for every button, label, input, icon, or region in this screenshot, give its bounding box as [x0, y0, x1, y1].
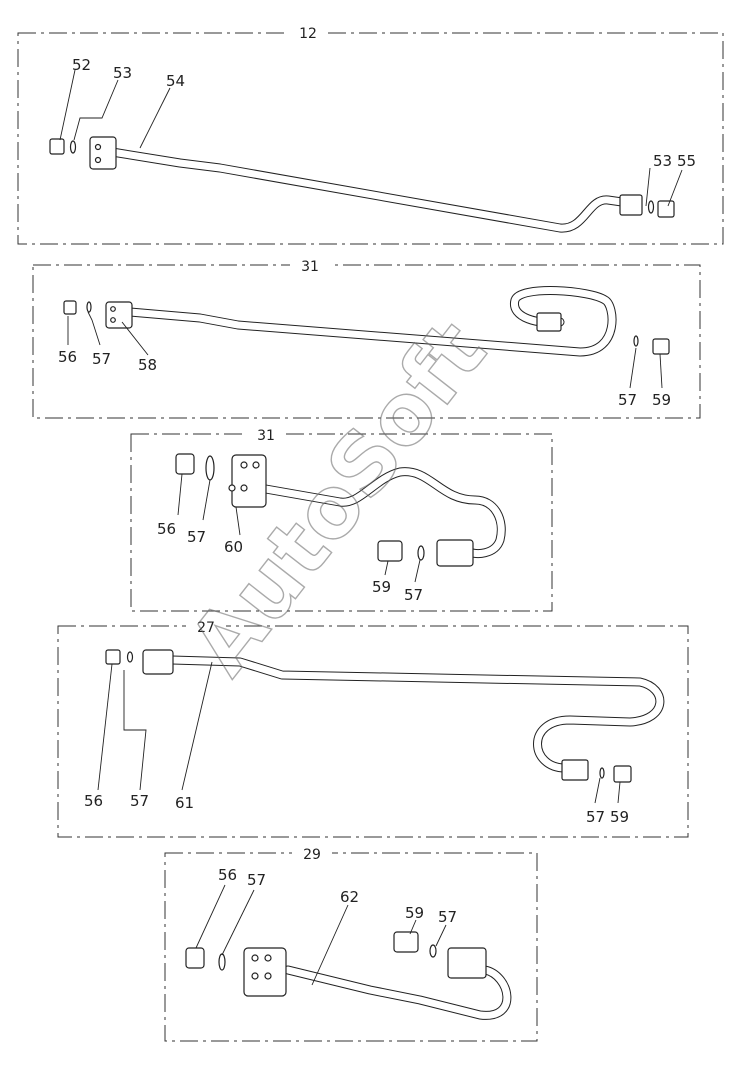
group-frame	[164, 852, 538, 1042]
callout-label: 57	[247, 871, 266, 889]
callout-label: 57	[187, 528, 206, 546]
fitting-block	[105, 301, 133, 329]
callout-label: 52	[72, 56, 91, 74]
fitting-block	[142, 649, 174, 675]
union-fitting	[657, 200, 675, 218]
callout-label: 56	[84, 792, 103, 810]
washer	[69, 140, 77, 154]
assembly-group-31a: 31 56 57 58 57 59	[32, 257, 701, 419]
washer	[429, 944, 437, 958]
fitting-block	[243, 947, 287, 997]
callout-label: 54	[166, 72, 185, 90]
tube-nut	[447, 947, 487, 979]
callout-label: 59	[610, 808, 629, 826]
assembly-group-12: 12 52 53 54 53 55	[17, 24, 724, 245]
tube-nut	[561, 759, 589, 781]
callout-label: 53	[113, 64, 132, 82]
tube-nut	[619, 194, 643, 216]
callout-label: 59	[405, 904, 424, 922]
washer	[633, 335, 639, 347]
group-frame	[32, 264, 701, 419]
callout-label: 57	[586, 808, 605, 826]
banjo-bolt	[63, 300, 77, 315]
banjo-bolt	[105, 649, 121, 665]
callout-label: 62	[340, 888, 359, 906]
callout-label: 58	[138, 356, 157, 374]
callout-label: 53	[653, 152, 672, 170]
banjo-bolt	[49, 138, 65, 155]
callout-label: 60	[224, 538, 243, 556]
union-fitting	[377, 540, 403, 562]
union-fitting	[652, 338, 670, 355]
washer	[417, 545, 425, 561]
group-frame	[130, 433, 553, 612]
union-fitting	[613, 765, 632, 783]
group-number: 31	[301, 259, 319, 275]
callout-label: 56	[218, 866, 237, 884]
tube-nut	[536, 312, 562, 332]
fitting-block	[89, 136, 117, 170]
washer	[126, 651, 134, 663]
assembly-group-27: 27 56 57 61 57 59	[57, 618, 689, 838]
group-number: 12	[299, 26, 317, 42]
callout-label: 59	[372, 578, 391, 596]
callout-label: 59	[652, 391, 671, 409]
assembly-group-29: 29 56 57 62 59 57	[164, 845, 538, 1042]
callout-label: 57	[438, 908, 457, 926]
callout-label: 57	[404, 586, 423, 604]
washer	[599, 767, 605, 779]
callout-label: 56	[157, 520, 176, 538]
group-number: 27	[197, 620, 215, 636]
banjo-bolt	[185, 947, 205, 969]
washer	[86, 301, 92, 313]
callout-label: 57	[618, 391, 637, 409]
tube-nut	[436, 539, 474, 567]
washer	[218, 953, 226, 971]
fitting-block	[231, 454, 267, 508]
callout-label: 56	[58, 348, 77, 366]
group-frame	[17, 32, 724, 245]
group-number: 29	[303, 847, 321, 863]
group-frame	[57, 625, 689, 838]
assembly-group-31b: 31 56 57 60 59 57	[130, 426, 553, 612]
callout-label: 61	[175, 794, 194, 812]
callout-label: 55	[677, 152, 696, 170]
callout-label: 57	[130, 792, 149, 810]
callout-label: 57	[92, 350, 111, 368]
group-number: 31	[257, 428, 275, 444]
union-fitting	[393, 931, 419, 953]
washer	[205, 455, 215, 481]
banjo-bolt	[175, 453, 195, 475]
washer	[647, 200, 655, 214]
